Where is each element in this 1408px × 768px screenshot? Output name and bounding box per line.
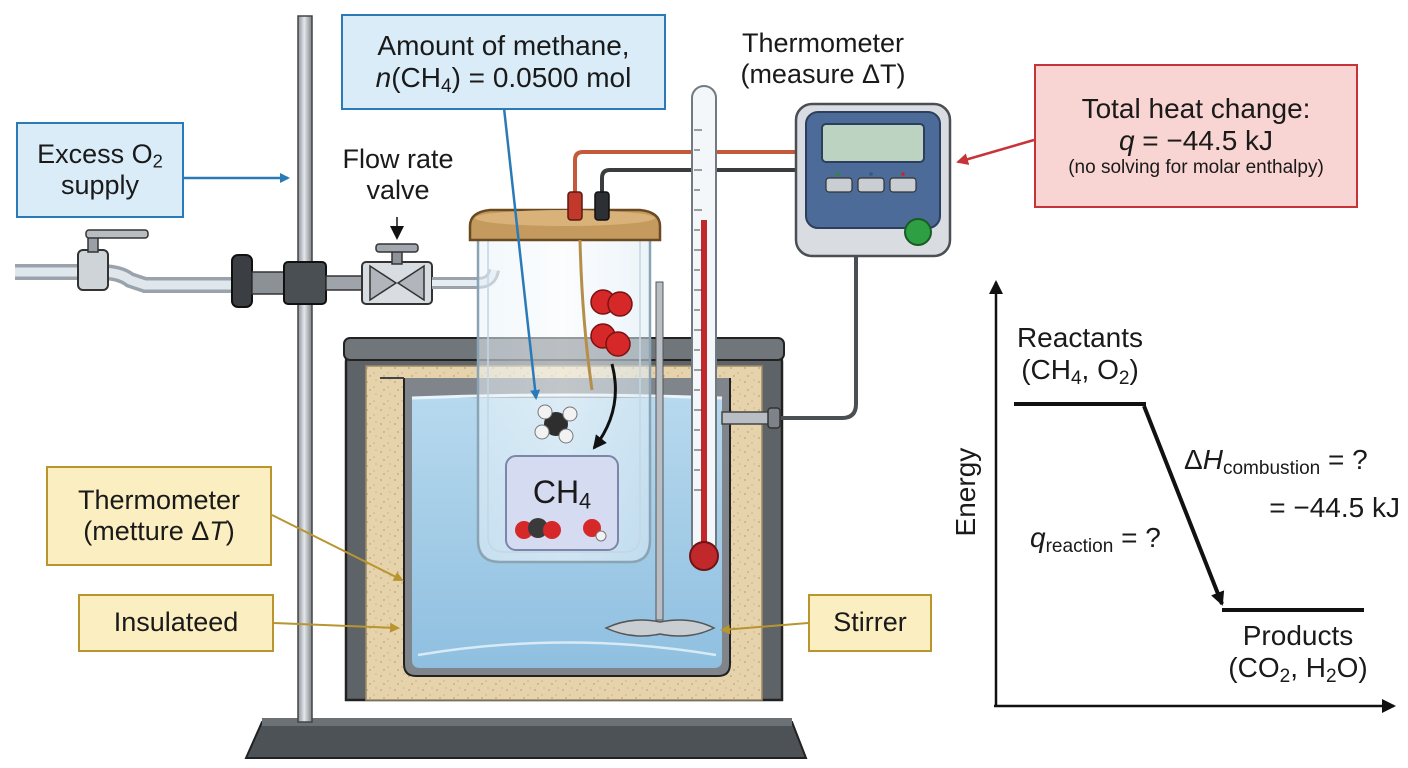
flow-rate-valve-body[interactable]: [361, 217, 433, 305]
methane-amount-arrow: [502, 107, 541, 400]
thermometer-left-arrow: [271, 514, 404, 581]
total-heat-line1: Total heat change:: [1081, 92, 1311, 124]
side-port: [721, 407, 781, 429]
stand-base: [244, 718, 808, 759]
reactants-label: Reactants (CH4, O2): [1016, 322, 1144, 389]
insulated-callout: Insulateed: [78, 594, 274, 652]
meter-cable: [778, 250, 858, 420]
rod-clamp[interactable]: [231, 254, 367, 308]
chamber-formula: CH4: [532, 474, 592, 514]
thermometer-left-callout: Thermometer (metture ΔT): [46, 466, 272, 566]
total-heat-callout: Total heat change: q = −44.5 kJ (no solv…: [1034, 64, 1358, 208]
stirrer[interactable]: [604, 281, 716, 637]
total-heat-note: (no solving for molar enthalpy): [1068, 157, 1324, 179]
oxygen-molecule-2: [590, 323, 631, 357]
glass-thermometer: [689, 85, 719, 571]
methane-amount-callout: Amount of methane, n(CH4) = 0.0500 mol: [341, 14, 666, 110]
probe-wires: [567, 150, 800, 391]
energy-diagram: [989, 280, 1396, 713]
total-heat-value: q = −44.5 kJ: [1118, 125, 1274, 157]
delta-h-value: = −44.5 kJ: [1269, 492, 1400, 523]
delta-h-label: ΔHcombustion = ?: [1184, 444, 1368, 479]
gas-supply-pipe: [15, 264, 240, 293]
oxygen-supply-callout: Excess O2 supply: [16, 122, 184, 218]
flask-lid: [468, 208, 662, 242]
insulated-arrow: [273, 622, 400, 633]
reaction-arrow: [592, 363, 617, 450]
energy-axis-label: Energy: [949, 447, 981, 537]
stand-rod: [297, 15, 313, 723]
oxygen-supply-line2: supply: [60, 170, 140, 200]
digital-thermometer-meter[interactable]: [794, 102, 952, 258]
thermometer-top-label: Thermometer (measure ΔT): [740, 28, 906, 90]
methane-amount-line1: Amount of methane,: [377, 29, 630, 61]
oxygen-molecule-1: [590, 289, 633, 317]
total-heat-arrow: [956, 138, 1035, 165]
methane-molecule: [534, 404, 578, 444]
enthalpy-drop-arrow: [1142, 405, 1225, 606]
flow-valve-label: Flow rate valve: [342, 144, 454, 206]
combustion-chamber: [505, 455, 619, 551]
oxygen-supply-line1: Excess O2: [37, 138, 163, 172]
products-label: Products (CO2, H2O): [1228, 620, 1368, 687]
stirrer-callout: Stirrer: [808, 594, 932, 652]
q-reaction-label: qreaction = ?: [1030, 522, 1161, 557]
supply-stopcock[interactable]: [77, 229, 149, 291]
stirrer-arrow: [720, 622, 809, 635]
methane-amount-line2: n(CH4) = 0.0500 mol: [375, 62, 632, 97]
